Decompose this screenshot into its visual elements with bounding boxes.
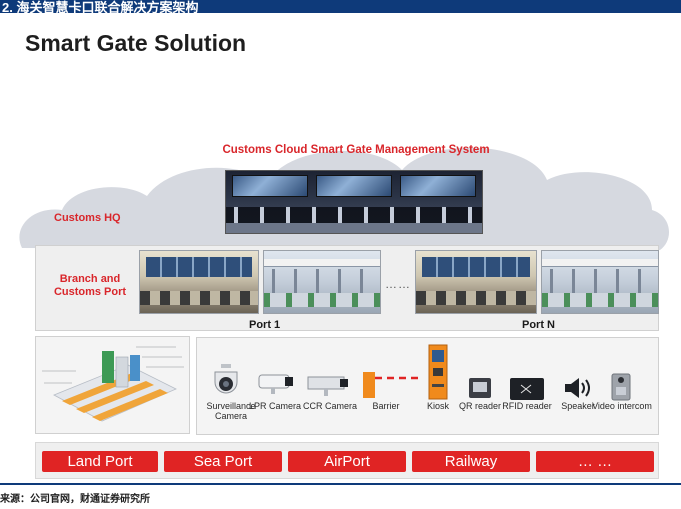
device-label-rfid-reader: RFID reader bbox=[502, 401, 552, 411]
bullet-camera-icon bbox=[258, 374, 293, 394]
device-label-speaker: Speaker bbox=[561, 401, 595, 411]
port-type-more: … … bbox=[536, 451, 654, 472]
device-label-lpr-camera: LPR Camera bbox=[248, 401, 302, 411]
device-label-surveillance-camera: Surveillance Camera bbox=[206, 401, 256, 421]
portn-gate-photo bbox=[541, 250, 659, 314]
qr-reader-icon bbox=[469, 378, 491, 398]
device-label-qr-reader: QR reader bbox=[458, 401, 502, 411]
device-label-video-intercom: Video intercom bbox=[592, 401, 652, 411]
port-type-sea: Sea Port bbox=[164, 451, 282, 472]
port-n-label: Port N bbox=[522, 319, 555, 331]
source-divider bbox=[0, 483, 681, 485]
control-room-image bbox=[225, 170, 483, 234]
device-label-barrier: Barrier bbox=[372, 401, 400, 411]
speaker-icon bbox=[565, 378, 590, 398]
header-caption: 2. 海关智慧卡口联合解决方案架构 bbox=[2, 0, 199, 13]
barrier-gate-icon bbox=[363, 372, 419, 398]
port-type-railway: Railway bbox=[412, 451, 530, 472]
slide-title: Smart Gate Solution bbox=[25, 30, 247, 56]
device-label-ccr-camera: CCR Camera bbox=[302, 401, 357, 411]
port-layout-diagram bbox=[35, 336, 190, 434]
dome-camera-icon bbox=[214, 364, 238, 394]
box-camera-icon bbox=[307, 376, 348, 396]
branch-label: Branch and Customs Port bbox=[53, 273, 127, 298]
customs-hq-label: Customs HQ bbox=[54, 212, 121, 224]
rfid-reader-icon bbox=[510, 378, 544, 400]
kiosk-icon bbox=[428, 344, 448, 400]
header-bar: 2. 海关智慧卡口联合解决方案架构 bbox=[0, 0, 681, 13]
port1-office-photo bbox=[139, 250, 259, 314]
video-intercom-icon bbox=[611, 373, 631, 401]
port-type-air: AirPort bbox=[288, 451, 406, 472]
port-1-label: Port 1 bbox=[249, 319, 281, 331]
port-ellipsis: …… bbox=[385, 277, 411, 291]
port-type-land: Land Port bbox=[42, 451, 158, 472]
portn-office-photo bbox=[415, 250, 537, 314]
source-note: 来源：公司官网，财通证券研究所 bbox=[0, 494, 150, 505]
device-label-kiosk: Kiosk bbox=[426, 401, 449, 411]
port1-gate-photo bbox=[263, 250, 381, 314]
management-system-title: Customs Cloud Smart Gate Management Syst… bbox=[222, 144, 490, 156]
